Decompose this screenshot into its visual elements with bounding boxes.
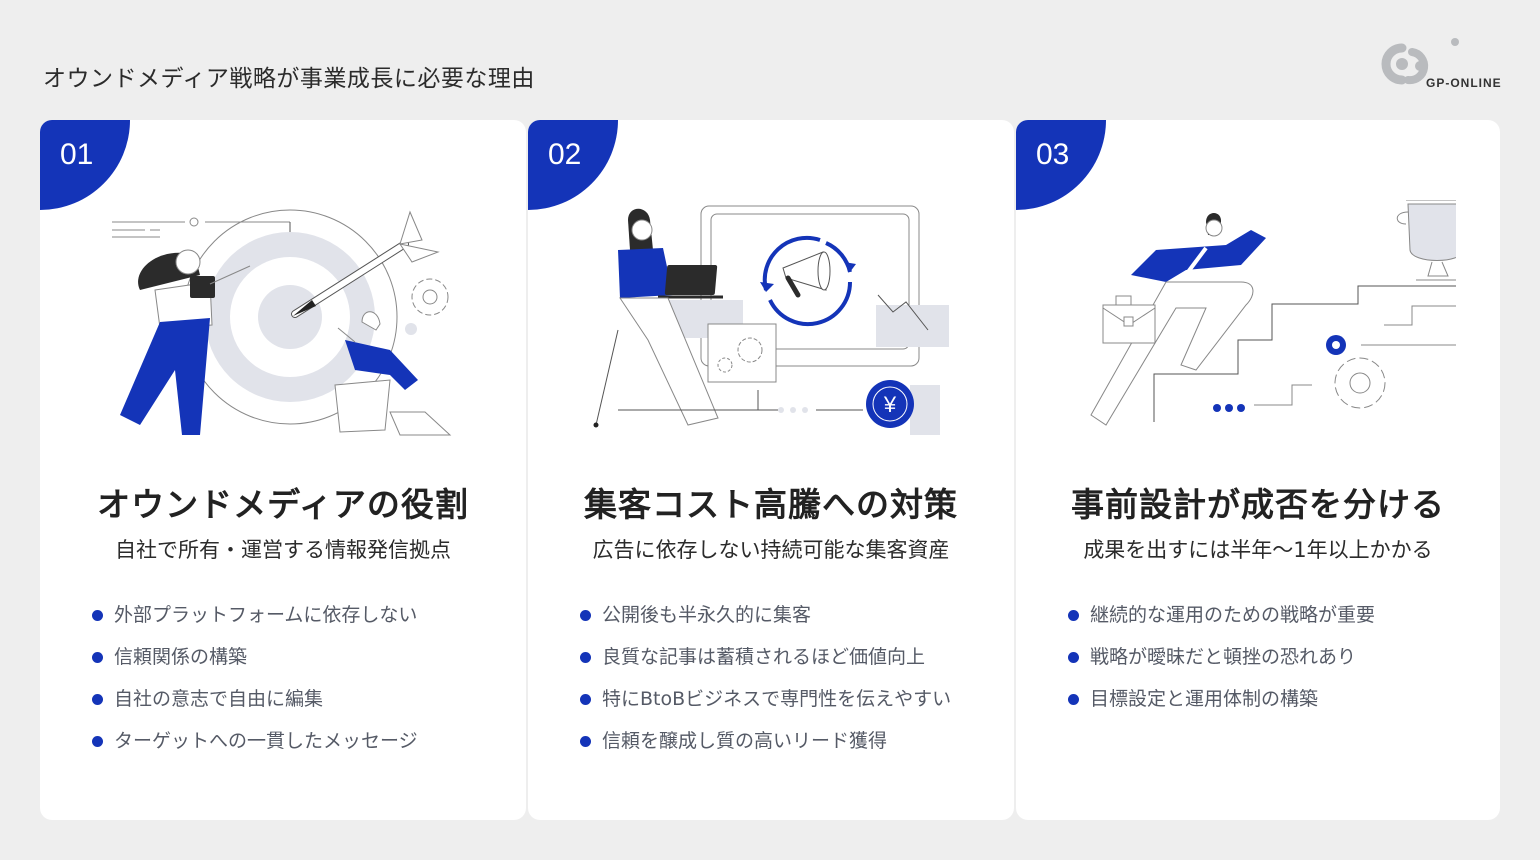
yen-symbol: ¥ xyxy=(883,392,897,417)
bullet-text: ターゲットへの一貫したメッセージ xyxy=(114,730,418,752)
bullet-text: 信頼関係の構築 xyxy=(114,646,248,668)
target-dart-illustration-icon xyxy=(112,209,452,436)
list-item: 目標設定と運用体制の構築 xyxy=(1068,684,1375,726)
bullet-text: 戦略が曖昧だと頓挫の恐れあり xyxy=(1090,646,1357,668)
card-number-badge: 02 xyxy=(528,120,618,210)
bullet-dot-icon xyxy=(92,652,103,663)
brand-name: GP-ONLINE xyxy=(1426,76,1502,90)
bullet-text: 目標設定と運用体制の構築 xyxy=(1090,688,1319,710)
card-title: 集客コスト高騰への対策 xyxy=(584,485,958,524)
bullet-dot-icon xyxy=(92,736,103,747)
bullet-text: 特にBtoBビジネスで専門性を伝えやすい xyxy=(602,688,952,710)
brand-logo: GP-ONLINE xyxy=(1378,34,1508,94)
card-subtitle: 広告に依存しない持続可能な集客資産 xyxy=(592,538,950,562)
reason-card-1: 01 オウンドメディアの役割 自社で所有・運営する情報発信拠点 外部プ xyxy=(40,120,526,820)
bullet-text: 継続的な運用のための戦略が重要 xyxy=(1090,604,1376,626)
bullet-dot-icon xyxy=(580,736,591,747)
bullet-text: 公開後も半永久的に集客 xyxy=(602,604,812,626)
bullet-dot-icon xyxy=(92,694,103,705)
list-item: 継続的な運用のための戦略が重要 xyxy=(1068,600,1375,642)
bullet-dot-icon xyxy=(1068,610,1079,621)
card-subtitle: 自社で所有・運営する情報発信拠点 xyxy=(115,538,451,562)
list-item: 良質な記事は蓄積されるほど価値向上 xyxy=(580,642,951,684)
gp-logo-icon xyxy=(1381,38,1459,85)
page-title: オウンドメディア戦略が事業成長に必要な理由 xyxy=(43,66,535,92)
list-item: 戦略が曖昧だと頓挫の恐れあり xyxy=(1068,642,1375,684)
list-item: 自社の意志で自由に編集 xyxy=(92,684,418,726)
bullet-text: 良質な記事は蓄積されるほど価値向上 xyxy=(602,646,926,668)
list-item: 信頼関係の構築 xyxy=(92,642,418,684)
bullet-dot-icon xyxy=(580,694,591,705)
bullet-dot-icon xyxy=(1068,694,1079,705)
bullet-list: 公開後も半永久的に集客 良質な記事は蓄積されるほど価値向上 特にBtoBビジネス… xyxy=(580,600,951,768)
list-item: 信頼を醸成し質の高いリード獲得 xyxy=(580,726,951,768)
stairs-trophy-illustration-icon xyxy=(1090,200,1456,426)
list-item: ターゲットへの一貫したメッセージ xyxy=(92,726,418,768)
laptop-megaphone-illustration-icon: ¥ xyxy=(593,205,949,435)
bullet-text: 信頼を醸成し質の高いリード獲得 xyxy=(602,730,888,752)
card-title: オウンドメディアの役割 xyxy=(97,485,469,524)
bullet-dot-icon xyxy=(1068,652,1079,663)
bullet-dot-icon xyxy=(580,652,591,663)
reason-card-2: 02 ¥ 集客コスト高騰への対策 広告に依存し xyxy=(528,120,1014,820)
list-item: 特にBtoBビジネスで専門性を伝えやすい xyxy=(580,684,951,726)
list-item: 公開後も半永久的に集客 xyxy=(580,600,951,642)
bullet-text: 外部プラットフォームに依存しない xyxy=(114,604,418,626)
card-number-badge: 03 xyxy=(1016,120,1106,210)
reason-card-3: 03 事前設計が成否を分ける 成果を出すには半年〜1年以上かかる 継続的な運用の… xyxy=(1016,120,1500,820)
card-number: 03 xyxy=(1036,138,1070,171)
card-number-badge: 01 xyxy=(40,120,130,210)
list-item: 外部プラットフォームに依存しない xyxy=(92,600,418,642)
bullet-dot-icon xyxy=(92,610,103,621)
card-number: 02 xyxy=(548,138,582,171)
bullet-list: 継続的な運用のための戦略が重要 戦略が曖昧だと頓挫の恐れあり 目標設定と運用体制… xyxy=(1068,600,1375,726)
bullet-dot-icon xyxy=(580,610,591,621)
bullet-text: 自社の意志で自由に編集 xyxy=(114,688,324,710)
card-number: 01 xyxy=(60,138,94,171)
bullet-list: 外部プラットフォームに依存しない 信頼関係の構築 自社の意志で自由に編集 ターゲ… xyxy=(92,600,418,768)
card-subtitle: 成果を出すには半年〜1年以上かかる xyxy=(1083,538,1433,562)
card-title: 事前設計が成否を分ける xyxy=(1071,485,1445,524)
